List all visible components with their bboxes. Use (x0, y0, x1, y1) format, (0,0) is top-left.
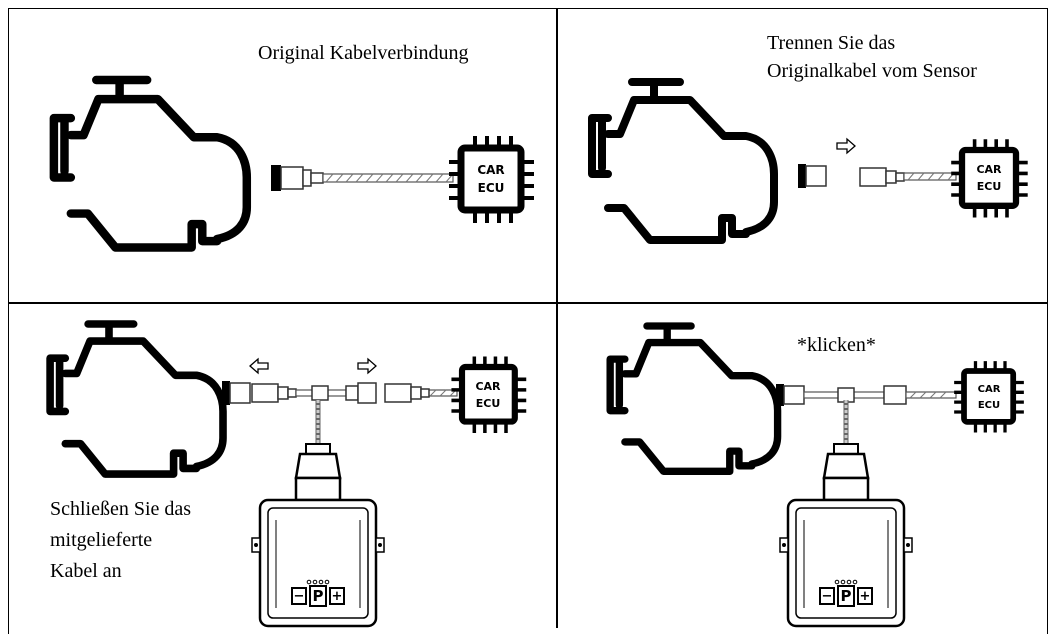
engine-connector (222, 381, 251, 405)
arrow-right-icon (357, 358, 377, 374)
ecu-chip-icon (954, 361, 1024, 432)
module-program-label: P (313, 587, 324, 605)
engine-connector (270, 164, 324, 192)
ecu-label-line1: CAR (475, 380, 501, 393)
module-connector (345, 382, 377, 404)
ecu-label-line2: ECU (978, 400, 1000, 411)
ecu-label-line1: CAR (976, 163, 1002, 176)
engine-connector (798, 164, 827, 188)
panel-grid (8, 8, 1048, 634)
caption-click: *klicken* (797, 334, 876, 356)
engine-icon (54, 80, 247, 247)
caption-connect-line3: Kabel an (50, 560, 122, 582)
cable-icon (803, 385, 957, 405)
ecu-chip-icon (451, 356, 526, 433)
grid-divider-horizontal (8, 302, 1048, 304)
arrow-left-icon (249, 358, 269, 374)
grid-divider-vertical (556, 8, 558, 628)
cable-plug (251, 383, 297, 403)
caption-disconnect-line1: Trennen Sie das (767, 32, 896, 54)
engine-icon (610, 326, 777, 471)
module-plus-label: + (860, 589, 871, 604)
ecu-label-line2: ECU (478, 181, 505, 195)
cable-plug (859, 167, 905, 187)
panel-original: CAR ECU (54, 80, 534, 247)
cable-icon (903, 172, 957, 181)
panel-disconnect: CAR ECU (592, 82, 1028, 240)
ecu-label-line2: ECU (977, 180, 1002, 193)
engine-icon (592, 82, 774, 240)
engine-icon (50, 324, 223, 474)
ecu-chip-icon (449, 136, 534, 223)
module-minus-label: − (822, 589, 833, 604)
caption-disconnect-line2: Originalkabel vom Sensor (767, 60, 977, 82)
module-program-label: P (841, 587, 852, 605)
ecu-label-line1: CAR (978, 384, 1001, 395)
arrow-right-icon (836, 138, 856, 154)
panel-connect: CAR ECU P − + (50, 324, 526, 626)
module-plus-label: + (332, 589, 343, 604)
cable-icon (322, 173, 454, 183)
ecu-label-line2: ECU (476, 397, 501, 410)
caption-connect-line2: mitgelieferte (50, 529, 153, 551)
engine-connector (776, 384, 805, 406)
module-minus-label: − (294, 589, 305, 604)
caption-original: Original Kabelverbindung (258, 42, 469, 64)
panel-click: CAR ECU P − + (610, 326, 1024, 626)
cable-plug (384, 383, 430, 403)
ecu-label-line1: CAR (477, 163, 504, 177)
caption-connect-line1: Schließen Sie das (50, 498, 192, 520)
ecu-chip-icon (951, 139, 1027, 217)
